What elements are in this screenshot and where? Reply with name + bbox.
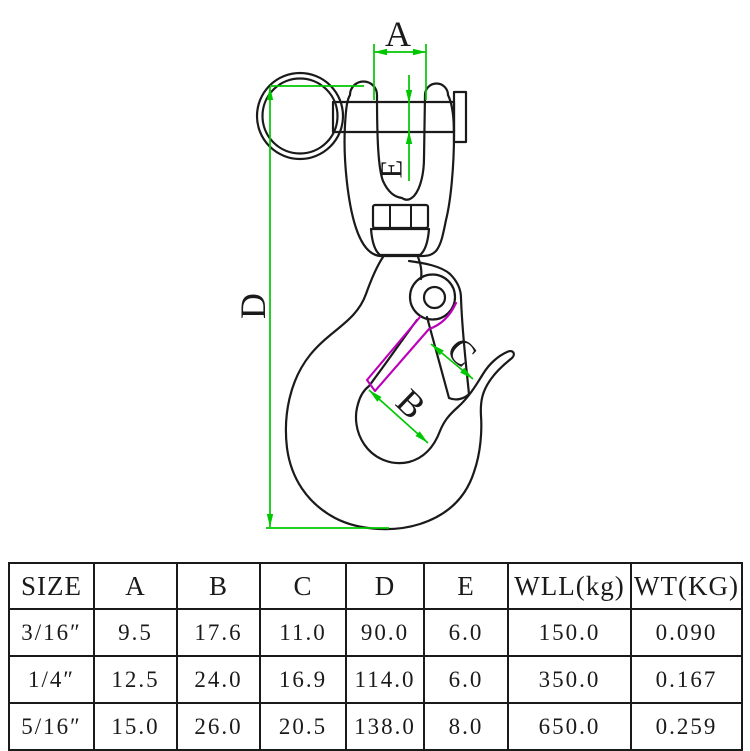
col-header-e: E xyxy=(423,562,509,610)
col-header-size: SIZE xyxy=(8,562,95,610)
dim-e-label: E xyxy=(374,160,409,179)
cell-wt: 0.167 xyxy=(630,655,743,704)
cell-d: 90.0 xyxy=(345,608,425,657)
dim-b-arrow-lower xyxy=(415,431,428,443)
clevis-body xyxy=(343,80,456,258)
cell-c: 20.5 xyxy=(259,702,347,751)
cell-size: 3/16″ xyxy=(8,608,95,657)
clevis-pin-end-cap xyxy=(452,90,468,144)
swivel-ring-outer xyxy=(255,71,345,161)
dim-a-arrow-left xyxy=(374,48,387,56)
cell-b: 24.0 xyxy=(176,655,261,704)
cell-size: 5/16″ xyxy=(8,702,95,751)
dim-b-label: B xyxy=(388,381,433,426)
cell-b: 17.6 xyxy=(176,608,261,657)
cell-d: 114.0 xyxy=(345,655,425,704)
latch-pivot-boss xyxy=(408,273,457,321)
dim-b-arrow-upper xyxy=(369,390,382,402)
swivel-ring-inner xyxy=(261,77,339,155)
dim-a-arrow-right xyxy=(413,48,426,56)
cell-e: 6.0 xyxy=(423,655,509,704)
spec-table: SIZE A B C D E WLL(kg) WT(KG) 3/16″ 9.5 … xyxy=(8,562,743,751)
col-header-b: B xyxy=(176,562,261,610)
dim-c-arrow-lower xyxy=(460,367,473,379)
col-header-c: C xyxy=(259,562,347,610)
col-header-a: A xyxy=(93,562,178,610)
cell-e: 8.0 xyxy=(423,702,509,751)
safety-latch xyxy=(407,259,471,401)
hook-body xyxy=(284,255,515,531)
spec-row-1-4: 1/4″ 12.5 24.0 16.9 114.0 6.0 350.0 0.16… xyxy=(8,655,743,704)
cell-b: 26.0 xyxy=(176,702,261,751)
cell-c: 16.9 xyxy=(259,655,347,704)
cell-wt: 0.259 xyxy=(630,702,743,751)
cell-a: 9.5 xyxy=(93,608,178,657)
dim-e-arrow-up xyxy=(405,131,413,144)
dim-e-arrow-down xyxy=(405,90,413,103)
clevis-pin xyxy=(331,100,456,134)
cell-e: 6.0 xyxy=(423,608,509,657)
spec-row-3-16: 3/16″ 9.5 17.6 11.0 90.0 6.0 150.0 0.090 xyxy=(8,608,743,657)
col-header-wt: WT(KG) xyxy=(630,562,743,610)
safety-latch-alt-position xyxy=(365,301,458,393)
dim-c-label: C xyxy=(439,329,484,374)
spec-table-header-row: SIZE A B C D E WLL(kg) WT(KG) xyxy=(8,562,743,610)
col-header-d: D xyxy=(345,562,425,610)
latch-pivot-hole xyxy=(422,285,447,310)
swivel-collar xyxy=(369,227,431,257)
dim-a-label: A xyxy=(385,14,411,54)
swivel-nut xyxy=(371,203,430,230)
col-header-wll: WLL(kg) xyxy=(507,562,632,610)
dim-d-arrow-bottom xyxy=(266,514,274,527)
dim-c-arrow-upper xyxy=(431,344,444,356)
cell-wt: 0.090 xyxy=(630,608,743,657)
cell-size: 1/4″ xyxy=(8,655,95,704)
dim-d-label: D xyxy=(233,293,273,319)
cell-d: 138.0 xyxy=(345,702,425,751)
cell-c: 11.0 xyxy=(259,608,347,657)
cell-wll: 150.0 xyxy=(507,608,632,657)
cell-a: 12.5 xyxy=(93,655,178,704)
spec-row-5-16: 5/16″ 15.0 26.0 20.5 138.0 8.0 650.0 0.2… xyxy=(8,702,743,751)
hook-technical-drawing: D A E B C xyxy=(233,14,515,531)
cell-a: 15.0 xyxy=(93,702,178,751)
cell-wll: 650.0 xyxy=(507,702,632,751)
dim-d-arrow-top xyxy=(266,87,274,100)
cell-wll: 350.0 xyxy=(507,655,632,704)
